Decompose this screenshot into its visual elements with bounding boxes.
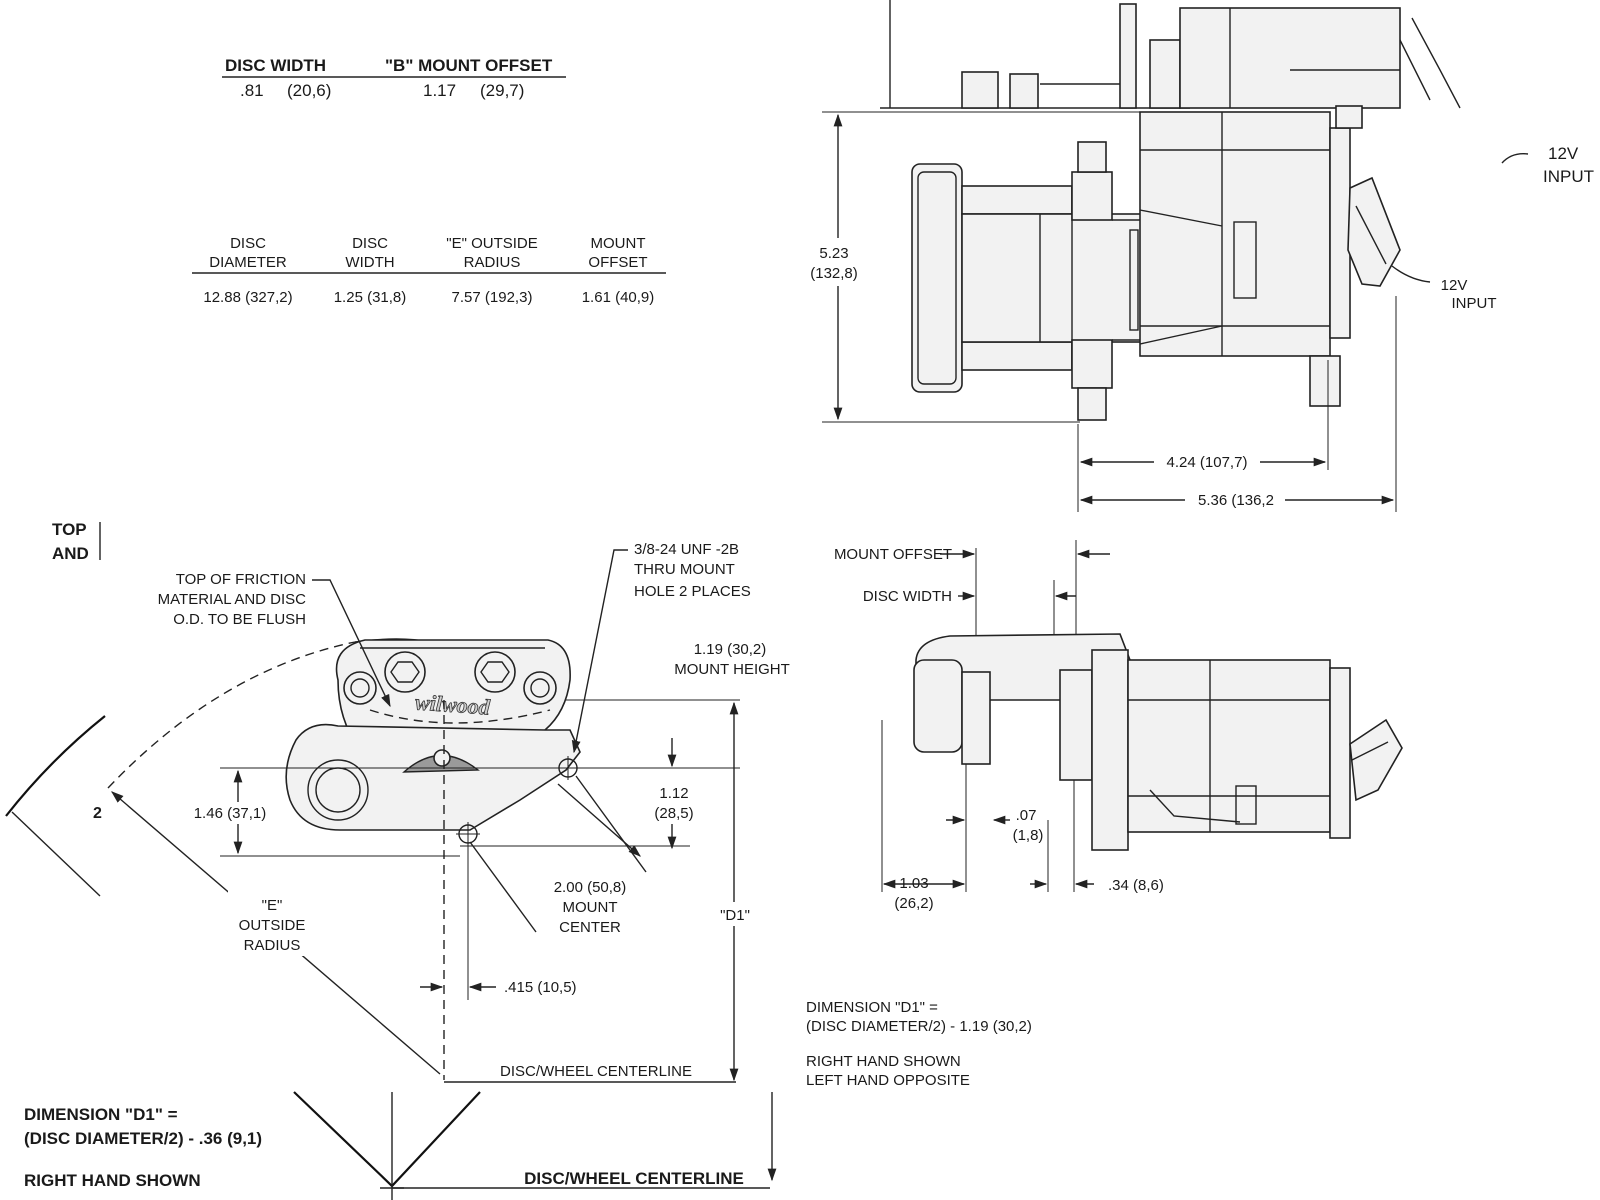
- mount-offset-label: MOUNT OFFSET: [834, 546, 952, 563]
- thread-note-line3: HOLE 2 PLACES: [634, 583, 751, 600]
- disc-width-label: DISC WIDTH: [863, 588, 952, 605]
- disc-spec-table: DISC DIAMETER DISC WIDTH "E" OUTSIDE RAD…: [192, 235, 666, 306]
- table-header-mount-offset-1: MOUNT: [591, 235, 646, 252]
- disc-centerline-label: DISC/WHEEL CENTERLINE: [500, 1063, 692, 1080]
- dim-07-mm: (1,8): [1013, 827, 1044, 844]
- table-header-disc-diameter-2: DIAMETER: [209, 254, 287, 271]
- thread-note-line1: 3/8-24 UNF -2B: [634, 541, 739, 558]
- thread-note-leader: [571, 549, 628, 754]
- hand-note-left: RIGHT HAND SHOWN: [24, 1171, 201, 1190]
- dim-07-in: .07: [1016, 807, 1037, 824]
- d1-formula-left-line2: (DISC DIAMETER/2) - .36 (9,1): [24, 1129, 262, 1148]
- dim-5-36: 5.36 (136,2: [1198, 492, 1274, 509]
- wilwood-logo: wilwood: [414, 689, 491, 719]
- input-label-side-line2: INPUT: [1452, 295, 1497, 312]
- side-view-motor-body: [1127, 659, 1331, 833]
- notes-right: DIMENSION "D1" = (DISC DIAMETER/2) - 1.1…: [806, 999, 1032, 1089]
- mount-height-value: 1.19 (30,2): [694, 641, 767, 658]
- bolt-inner-left: [384, 651, 426, 693]
- table-value-disc-diameter: 12.88 (327,2): [203, 289, 292, 306]
- dim-1-12-in: 1.12: [659, 785, 688, 802]
- dim-4-24: 4.24 (107,7): [1167, 454, 1248, 471]
- friction-note-line3: O.D. TO BE FLUSH: [173, 611, 306, 628]
- dim-415: .415 (10,5): [504, 979, 577, 996]
- input-label-top-line2: INPUT: [1543, 167, 1594, 186]
- mount-center-label1: MOUNT: [563, 899, 618, 916]
- table-header-disc-width-2: WIDTH: [345, 254, 394, 271]
- dim-5-23-mm: (132,8): [810, 265, 858, 282]
- disc-width-offset-table: DISC WIDTH "B" MOUNT OFFSET .81 (20,6) 1…: [222, 56, 566, 100]
- small-table-header-b-mount-offset: "B" MOUNT OFFSET: [385, 56, 553, 75]
- small-table-header-disc-width: DISC WIDTH: [225, 56, 326, 75]
- caliper-side-view: MOUNT OFFSET DISC WIDTH .07 (1,8) 1.03 (…: [834, 540, 1403, 912]
- side-view-pad: [913, 659, 963, 753]
- e-radius-label1: "E": [262, 897, 283, 914]
- d1-label: "D1": [720, 907, 750, 924]
- truncated-digit: 2: [93, 805, 102, 822]
- truncated-label-line1: TOP: [52, 520, 87, 539]
- e-radius-label3: RADIUS: [244, 937, 301, 954]
- hand-note-right-line1: RIGHT HAND SHOWN: [806, 1053, 961, 1070]
- input-label-side-line1: 12V: [1441, 277, 1468, 294]
- disc-wedge-lines: [293, 1091, 481, 1188]
- dim-5-23-in: 5.23: [819, 245, 848, 262]
- prev-disc-arc: [5, 715, 106, 817]
- table-value-mount-offset: 1.61 (40,9): [582, 289, 655, 306]
- disc-centerline-left-label: DISC/WHEEL CENTERLINE: [524, 1169, 744, 1188]
- d1-formula-left-line1: DIMENSION "D1" =: [24, 1105, 178, 1124]
- input-label-top-line1: 12V: [1548, 144, 1579, 163]
- bolt-outer-left: [343, 671, 377, 705]
- dim-1-46: 1.46 (37,1): [194, 805, 267, 822]
- table-header-disc-diameter-1: DISC: [230, 235, 266, 252]
- bracket-boss: [307, 759, 369, 821]
- d1-formula-right-line2: (DISC DIAMETER/2) - 1.19 (30,2): [806, 1018, 1032, 1035]
- small-table-disc-width-in: .81: [240, 81, 264, 100]
- d1-formula-right-line1: DIMENSION "D1" =: [806, 999, 938, 1016]
- small-table-offset-mm: (29,7): [480, 81, 524, 100]
- small-table-disc-width-mm: (20,6): [287, 81, 331, 100]
- top-view-connector: [1347, 176, 1401, 287]
- top-view-pad-block: [911, 163, 963, 393]
- mount-center-value: 2.00 (50,8): [554, 879, 627, 896]
- truncated-label-line2: AND: [52, 544, 89, 563]
- bolt-inner-right: [474, 651, 516, 693]
- table-value-e-radius: 7.57 (192,3): [452, 289, 533, 306]
- dim-1-12-mm: (28,5): [654, 805, 693, 822]
- dim-1-03-mm: (26,2): [894, 895, 933, 912]
- friction-note-leader: [312, 579, 391, 708]
- table-header-e-radius-1: "E" OUTSIDE: [446, 235, 538, 252]
- hand-note-right-line2: LEFT HAND OPPOSITE: [806, 1072, 970, 1089]
- mount-center-label2: CENTER: [559, 919, 621, 936]
- table-header-disc-width-1: DISC: [352, 235, 388, 252]
- input-label-top: 12V INPUT: [1501, 144, 1594, 186]
- caliper-top-view: 5.23 (132,8) 12V INPUT: [800, 105, 1497, 512]
- side-view-connector: [1349, 718, 1403, 802]
- top-view-motor-body: [1139, 111, 1331, 357]
- caliper-front-view: TOP AND 2 wilwood: [5, 520, 790, 1083]
- bolt-outer-right: [523, 671, 557, 705]
- table-value-disc-width: 1.25 (31,8): [334, 289, 407, 306]
- disc-od-arc: [107, 641, 356, 789]
- friction-note-line1: TOP OF FRICTION: [176, 571, 306, 588]
- dim-34: .34 (8,6): [1108, 877, 1164, 894]
- small-table-offset-in: 1.17: [423, 81, 456, 100]
- e-radius-label2: OUTSIDE: [239, 917, 306, 934]
- partial-top-view-above: [880, 0, 1461, 109]
- table-header-e-radius-2: RADIUS: [464, 254, 521, 271]
- thread-note-line2: THRU MOUNT: [634, 561, 735, 578]
- caliper-mount-bracket: [285, 723, 581, 831]
- mount-height-label: MOUNT HEIGHT: [674, 661, 790, 678]
- table-header-mount-offset-2: OFFSET: [588, 254, 647, 271]
- friction-note-line2: MATERIAL AND DISC: [158, 591, 307, 608]
- dim-1-03-in: 1.03: [899, 875, 928, 892]
- notes-left-bottom: DIMENSION "D1" = (DISC DIAMETER/2) - .36…: [24, 1091, 777, 1200]
